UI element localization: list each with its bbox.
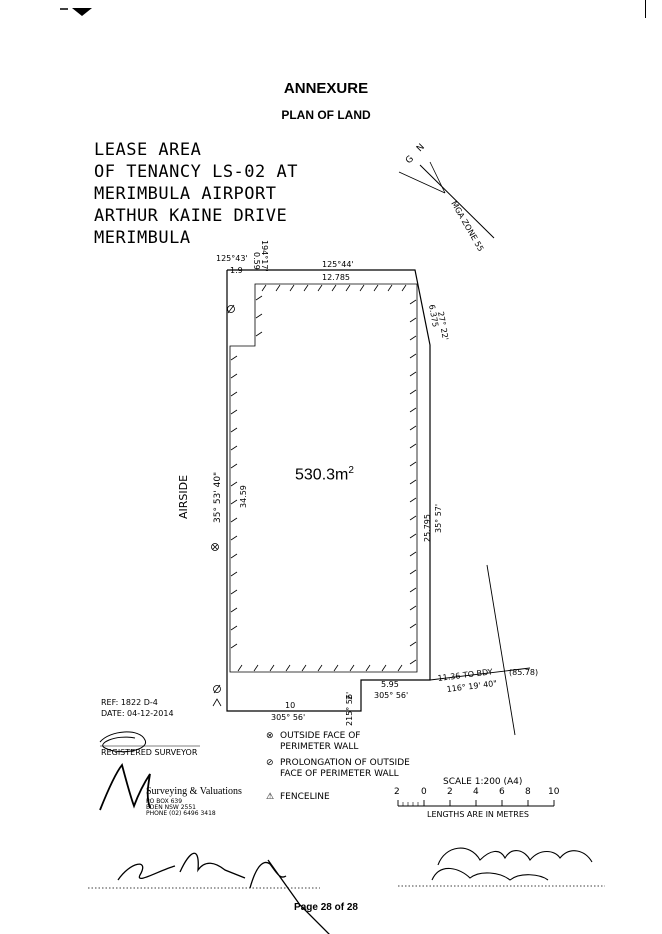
boundary-extension — [486, 564, 516, 736]
ref-number: REF: 1822 D-4 — [101, 698, 158, 707]
scale-bar — [397, 800, 555, 807]
right-upper-distance: 6.375 — [427, 304, 440, 328]
scale-tick: 2 — [447, 787, 453, 797]
right-bearing: 35° 57' — [434, 504, 443, 533]
company-address-line: PO BOX 639 — [146, 798, 183, 805]
notch-bearing: 194°17' — [260, 240, 269, 272]
step-distance: 2 — [345, 695, 354, 700]
lease-line: MERIMBULA — [94, 228, 191, 248]
company-name: Surveying & Valuations — [146, 786, 242, 797]
outside-face-symbol — [211, 543, 219, 551]
building-hatching — [230, 284, 417, 672]
left-bearing: 35° 53' 40" — [213, 472, 223, 523]
bottom-bearing: 305° 56' — [271, 713, 305, 722]
body-total: (85.78) — [509, 668, 538, 677]
north-n-label: N — [415, 142, 427, 154]
notch-distance: 0.59 — [252, 252, 261, 270]
surveyor-signature — [99, 731, 146, 753]
north-g-label: G — [404, 154, 416, 166]
page-number: Page 28 of 28 — [294, 902, 358, 913]
lease-line: LEASE AREA — [94, 140, 202, 160]
legend-prolongation: ⊘ PROLONGATION OF OUTSIDE FACE OF PERIMET… — [266, 758, 410, 780]
ref-date: DATE: 04-12-2014 — [101, 709, 174, 718]
legend-fenceline: ⚠ FENCELINE — [266, 792, 330, 803]
body-bearing: 116° 19' 40" — [446, 679, 497, 694]
lease-area-value: 530.3m2 — [295, 465, 354, 484]
scale-units: LENGTHS ARE IN METRES — [427, 810, 529, 819]
bottom-distance: 10 — [285, 701, 295, 710]
legend-text: PERIMETER WALL — [280, 742, 359, 752]
scale-tick: 8 — [525, 787, 531, 797]
top-left-bearing: 125°43' — [216, 254, 248, 263]
corner-mark — [60, 8, 92, 16]
company-logo-icon — [99, 763, 151, 811]
lease-line: OF TENANCY LS-02 AT — [94, 162, 298, 182]
lease-description: LEASE AREA OF TENANCY LS-02 AT MERIMBULA… — [94, 139, 298, 249]
annexure-title: ANNEXURE — [283, 80, 369, 97]
signature-right — [431, 847, 593, 881]
area-superscript: 2 — [348, 465, 354, 476]
page-edge-mark — [645, 0, 646, 18]
legend-text: FENCELINE — [280, 792, 330, 802]
bottom-right-bearing: 305° 56' — [374, 691, 408, 700]
lease-line: MERIMBULA AIRPORT — [94, 184, 277, 204]
scale-tick: 2 — [394, 787, 400, 797]
company-address-line: EDEN NSW 2551 — [146, 804, 197, 811]
airside-label: AIRSIDE — [177, 475, 190, 519]
outside-face-legend-icon: ⊗ — [266, 731, 274, 741]
plan-of-land-title: PLAN OF LAND — [281, 108, 371, 122]
scale-label: SCALE 1:200 (A4) — [443, 777, 523, 787]
prolongation-legend-icon: ⊘ — [266, 758, 274, 768]
legend-text: OUTSIDE FACE OF — [280, 731, 361, 741]
top-left-distance: 1.9 — [230, 266, 243, 275]
top-bearing: 125°44' — [322, 260, 354, 269]
building-outline — [229, 283, 418, 673]
fenceline-symbol — [212, 698, 222, 707]
mga-zone-label: MGA ZONE 55 — [449, 200, 485, 254]
lease-line: ARTHUR KAINE DRIVE — [94, 206, 288, 226]
prolongation-symbol — [227, 304, 235, 314]
company-address: PO BOX 639 EDEN NSW 2551 PHONE (02) 6496… — [146, 799, 216, 817]
fenceline-legend-icon: ⚠ — [266, 792, 275, 802]
top-distance: 12.785 — [322, 273, 350, 282]
left-distance: 34.59 — [239, 485, 248, 508]
north-arrow: G N MGA ZONE 55 — [398, 142, 495, 254]
company-address-line: PHONE (02) 6496 3418 — [146, 810, 216, 817]
signature-left — [117, 852, 330, 934]
scale-tick: 10 — [548, 787, 560, 797]
registered-surveyor-label: REGISTERED SURVEYOR — [101, 748, 198, 757]
scale-tick: 0 — [421, 787, 427, 797]
boundary-extension — [429, 667, 531, 681]
bottom-right-distance: 5.95 — [381, 680, 399, 689]
legend-outside-face: ⊗ OUTSIDE FACE OF PERIMETER WALL — [266, 731, 360, 753]
legend-text: FACE OF PERIMETER WALL — [280, 769, 399, 779]
area-number: 530.3m — [295, 466, 349, 484]
right-distance: 25.795 — [423, 514, 432, 542]
legend-text: PROLONGATION OF OUTSIDE — [280, 758, 410, 768]
scale-tick: 4 — [473, 787, 479, 797]
scale-tick: 6 — [499, 787, 505, 797]
prolongation-symbol — [213, 684, 221, 694]
lease-boundary — [226, 269, 431, 712]
step-bearing: 215° 56' — [345, 692, 354, 726]
